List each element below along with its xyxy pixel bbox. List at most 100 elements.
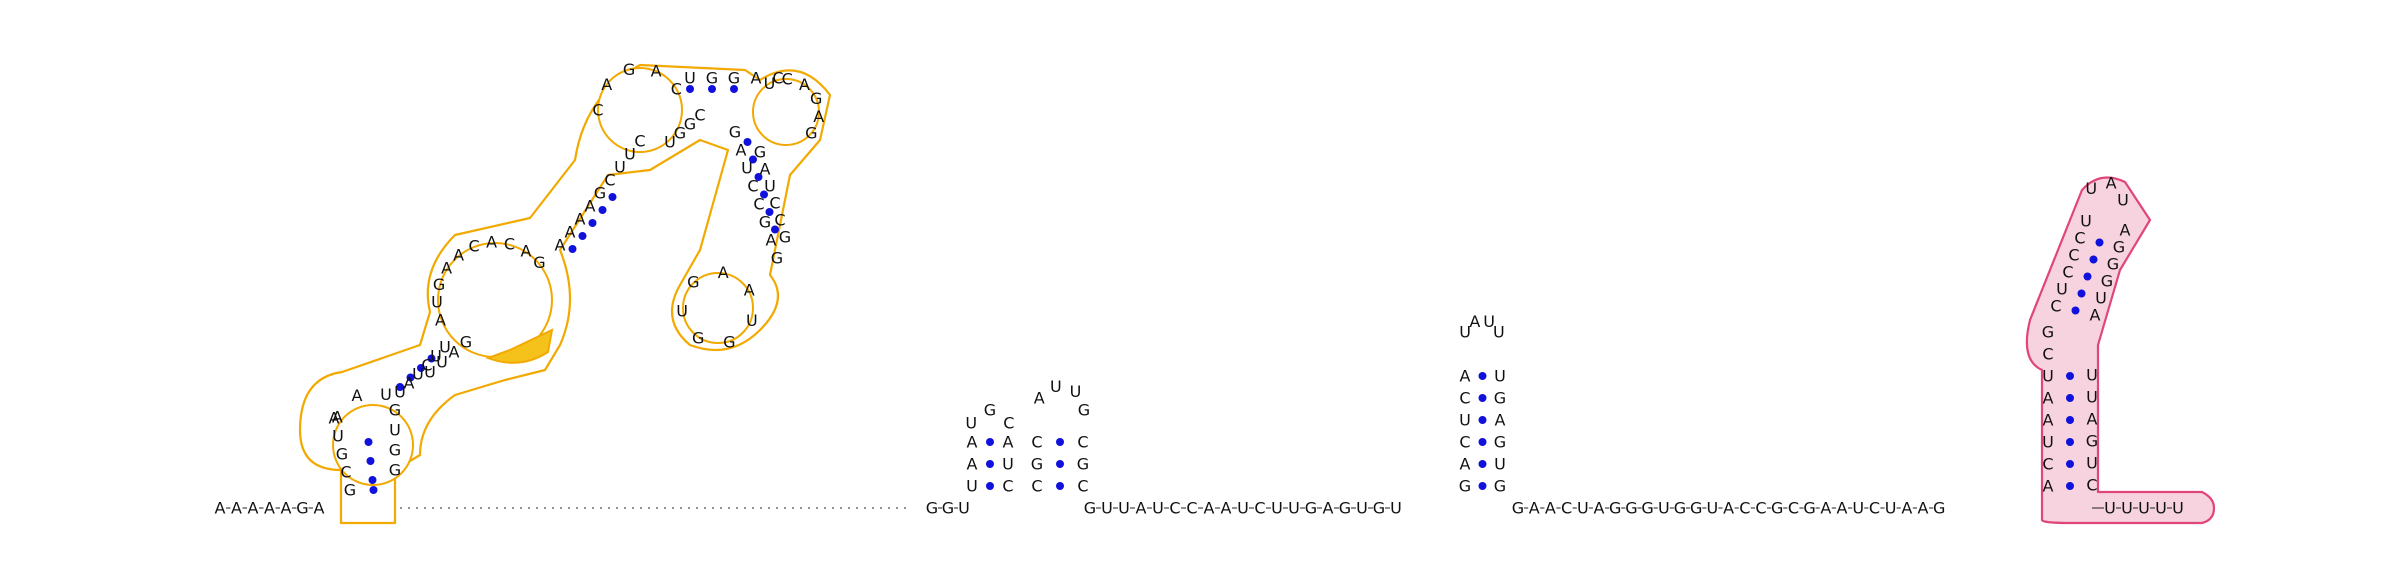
nucleotide: A xyxy=(744,281,755,300)
nucleotide: G xyxy=(2113,238,2125,257)
nucleotide: A xyxy=(1529,499,1540,518)
nucleotide: U xyxy=(2117,191,2129,210)
nucleotide: G xyxy=(942,499,954,518)
nucleotide: U xyxy=(1288,499,1300,518)
nucleotide: U xyxy=(1494,455,1506,474)
nucleotide: C xyxy=(2074,229,2085,248)
nucleotide: U xyxy=(2095,289,2107,308)
nucleotide: U xyxy=(614,158,626,177)
base-pair-dot xyxy=(366,457,375,465)
base-pair-dot xyxy=(396,383,404,391)
nucleotide: A xyxy=(2120,221,2131,240)
nucleotide: A xyxy=(248,499,259,518)
nucleotide: G xyxy=(1077,455,1089,474)
nucleotide: G xyxy=(1933,499,1945,518)
base-pair-dot xyxy=(986,482,994,490)
nucleotide: U xyxy=(1070,382,1082,401)
nucleotide: G xyxy=(1494,433,1506,452)
nucleotide: A xyxy=(435,310,446,329)
nucleotide: G xyxy=(1625,499,1637,518)
nucleotide: A xyxy=(1723,499,1734,518)
nucleotide: C xyxy=(782,70,793,89)
nucleotide: G xyxy=(1373,499,1385,518)
nucleotide: A xyxy=(760,160,771,179)
nucleotide: G xyxy=(723,333,735,352)
nucleotide: U xyxy=(1050,377,1062,396)
nucleotide: U xyxy=(764,74,776,93)
nucleotide: A xyxy=(555,236,566,255)
nucleotide: G xyxy=(460,333,472,352)
nucleotide: G xyxy=(759,213,771,232)
nucleotide: U xyxy=(1459,411,1471,430)
nucleotide: C xyxy=(504,234,515,253)
base-pair-dot xyxy=(1478,416,1487,424)
nucleotide: C xyxy=(634,132,645,151)
nucleotide: C xyxy=(469,236,480,255)
nucleotide: A xyxy=(601,75,612,94)
nucleotide: G xyxy=(336,445,348,464)
base-pair-dot xyxy=(730,85,738,93)
nucleotide: U xyxy=(684,69,696,88)
nucleotide: G xyxy=(1803,499,1815,518)
nucleotide: A xyxy=(1460,367,1471,386)
nucleotide: U xyxy=(1577,499,1589,518)
base-pair-dot xyxy=(771,225,779,234)
base-pair-dot xyxy=(2083,272,2092,281)
region-highlights xyxy=(298,63,2216,525)
base-pair-dot xyxy=(1478,372,1487,380)
nucleotide: C xyxy=(1254,499,1265,518)
base-pair-dot xyxy=(2095,238,2104,247)
nucleotide: U xyxy=(1852,499,1864,518)
nucleotide: U xyxy=(1493,322,1505,341)
nucleotide: G xyxy=(779,228,791,247)
nucleotide: U xyxy=(332,427,344,446)
nucleotide: G xyxy=(1339,499,1351,518)
nucleotide: A xyxy=(565,223,576,242)
base-pair-dot xyxy=(406,373,415,382)
nucleotide: U xyxy=(1152,499,1164,518)
nucleotide: C xyxy=(1459,389,1470,408)
base-pair-dot xyxy=(986,460,994,468)
nucleotide: A xyxy=(651,62,662,81)
nucleotide: U xyxy=(2155,499,2167,518)
nucleotide: G xyxy=(810,89,822,108)
nucleotide: A xyxy=(1469,312,1480,331)
nucleotide: G xyxy=(728,69,740,88)
nucleotide: C xyxy=(671,80,682,99)
loop-outline xyxy=(597,67,683,153)
nucleotide: U xyxy=(430,347,442,366)
nucleotide: A xyxy=(231,499,242,518)
base-pair-dot xyxy=(686,85,694,93)
base-pair-dot xyxy=(588,219,597,227)
nucleotide: G xyxy=(692,329,704,348)
nucleotide: U xyxy=(1707,499,1719,518)
nucleotide: C xyxy=(1561,499,1572,518)
nucleotide: G xyxy=(1078,401,1090,420)
nucleotide: A xyxy=(329,409,340,428)
nucleotide: A xyxy=(1221,499,1232,518)
nucleotide: A xyxy=(967,433,978,452)
loop-outline xyxy=(682,272,754,344)
nucleotide: U xyxy=(2104,499,2116,518)
nucleotide: G xyxy=(706,69,718,88)
nucleotide: G xyxy=(1674,499,1686,518)
nucleotide: G xyxy=(1305,499,1317,518)
nucleotide: U xyxy=(2056,280,2068,299)
base-pair-dot xyxy=(2066,394,2074,402)
nucleotide: G xyxy=(1031,455,1043,474)
nucleotide: C xyxy=(1002,477,1013,496)
nucleotide: U xyxy=(965,414,977,433)
nucleotide: G xyxy=(533,253,545,272)
nucleotide: U xyxy=(380,385,392,404)
nucleotide: C xyxy=(1755,499,1766,518)
nucleotide: G xyxy=(1609,499,1621,518)
nucleotide: A xyxy=(1495,411,1506,430)
nucleotide: A xyxy=(1323,499,1334,518)
base-pair-dot xyxy=(568,245,577,253)
nucleotide: A xyxy=(967,455,978,474)
nucleotide: G xyxy=(389,401,401,420)
base-pair-dot xyxy=(427,354,436,363)
nucleotide: A xyxy=(1204,499,1215,518)
base-pair-dot xyxy=(2077,289,2086,298)
